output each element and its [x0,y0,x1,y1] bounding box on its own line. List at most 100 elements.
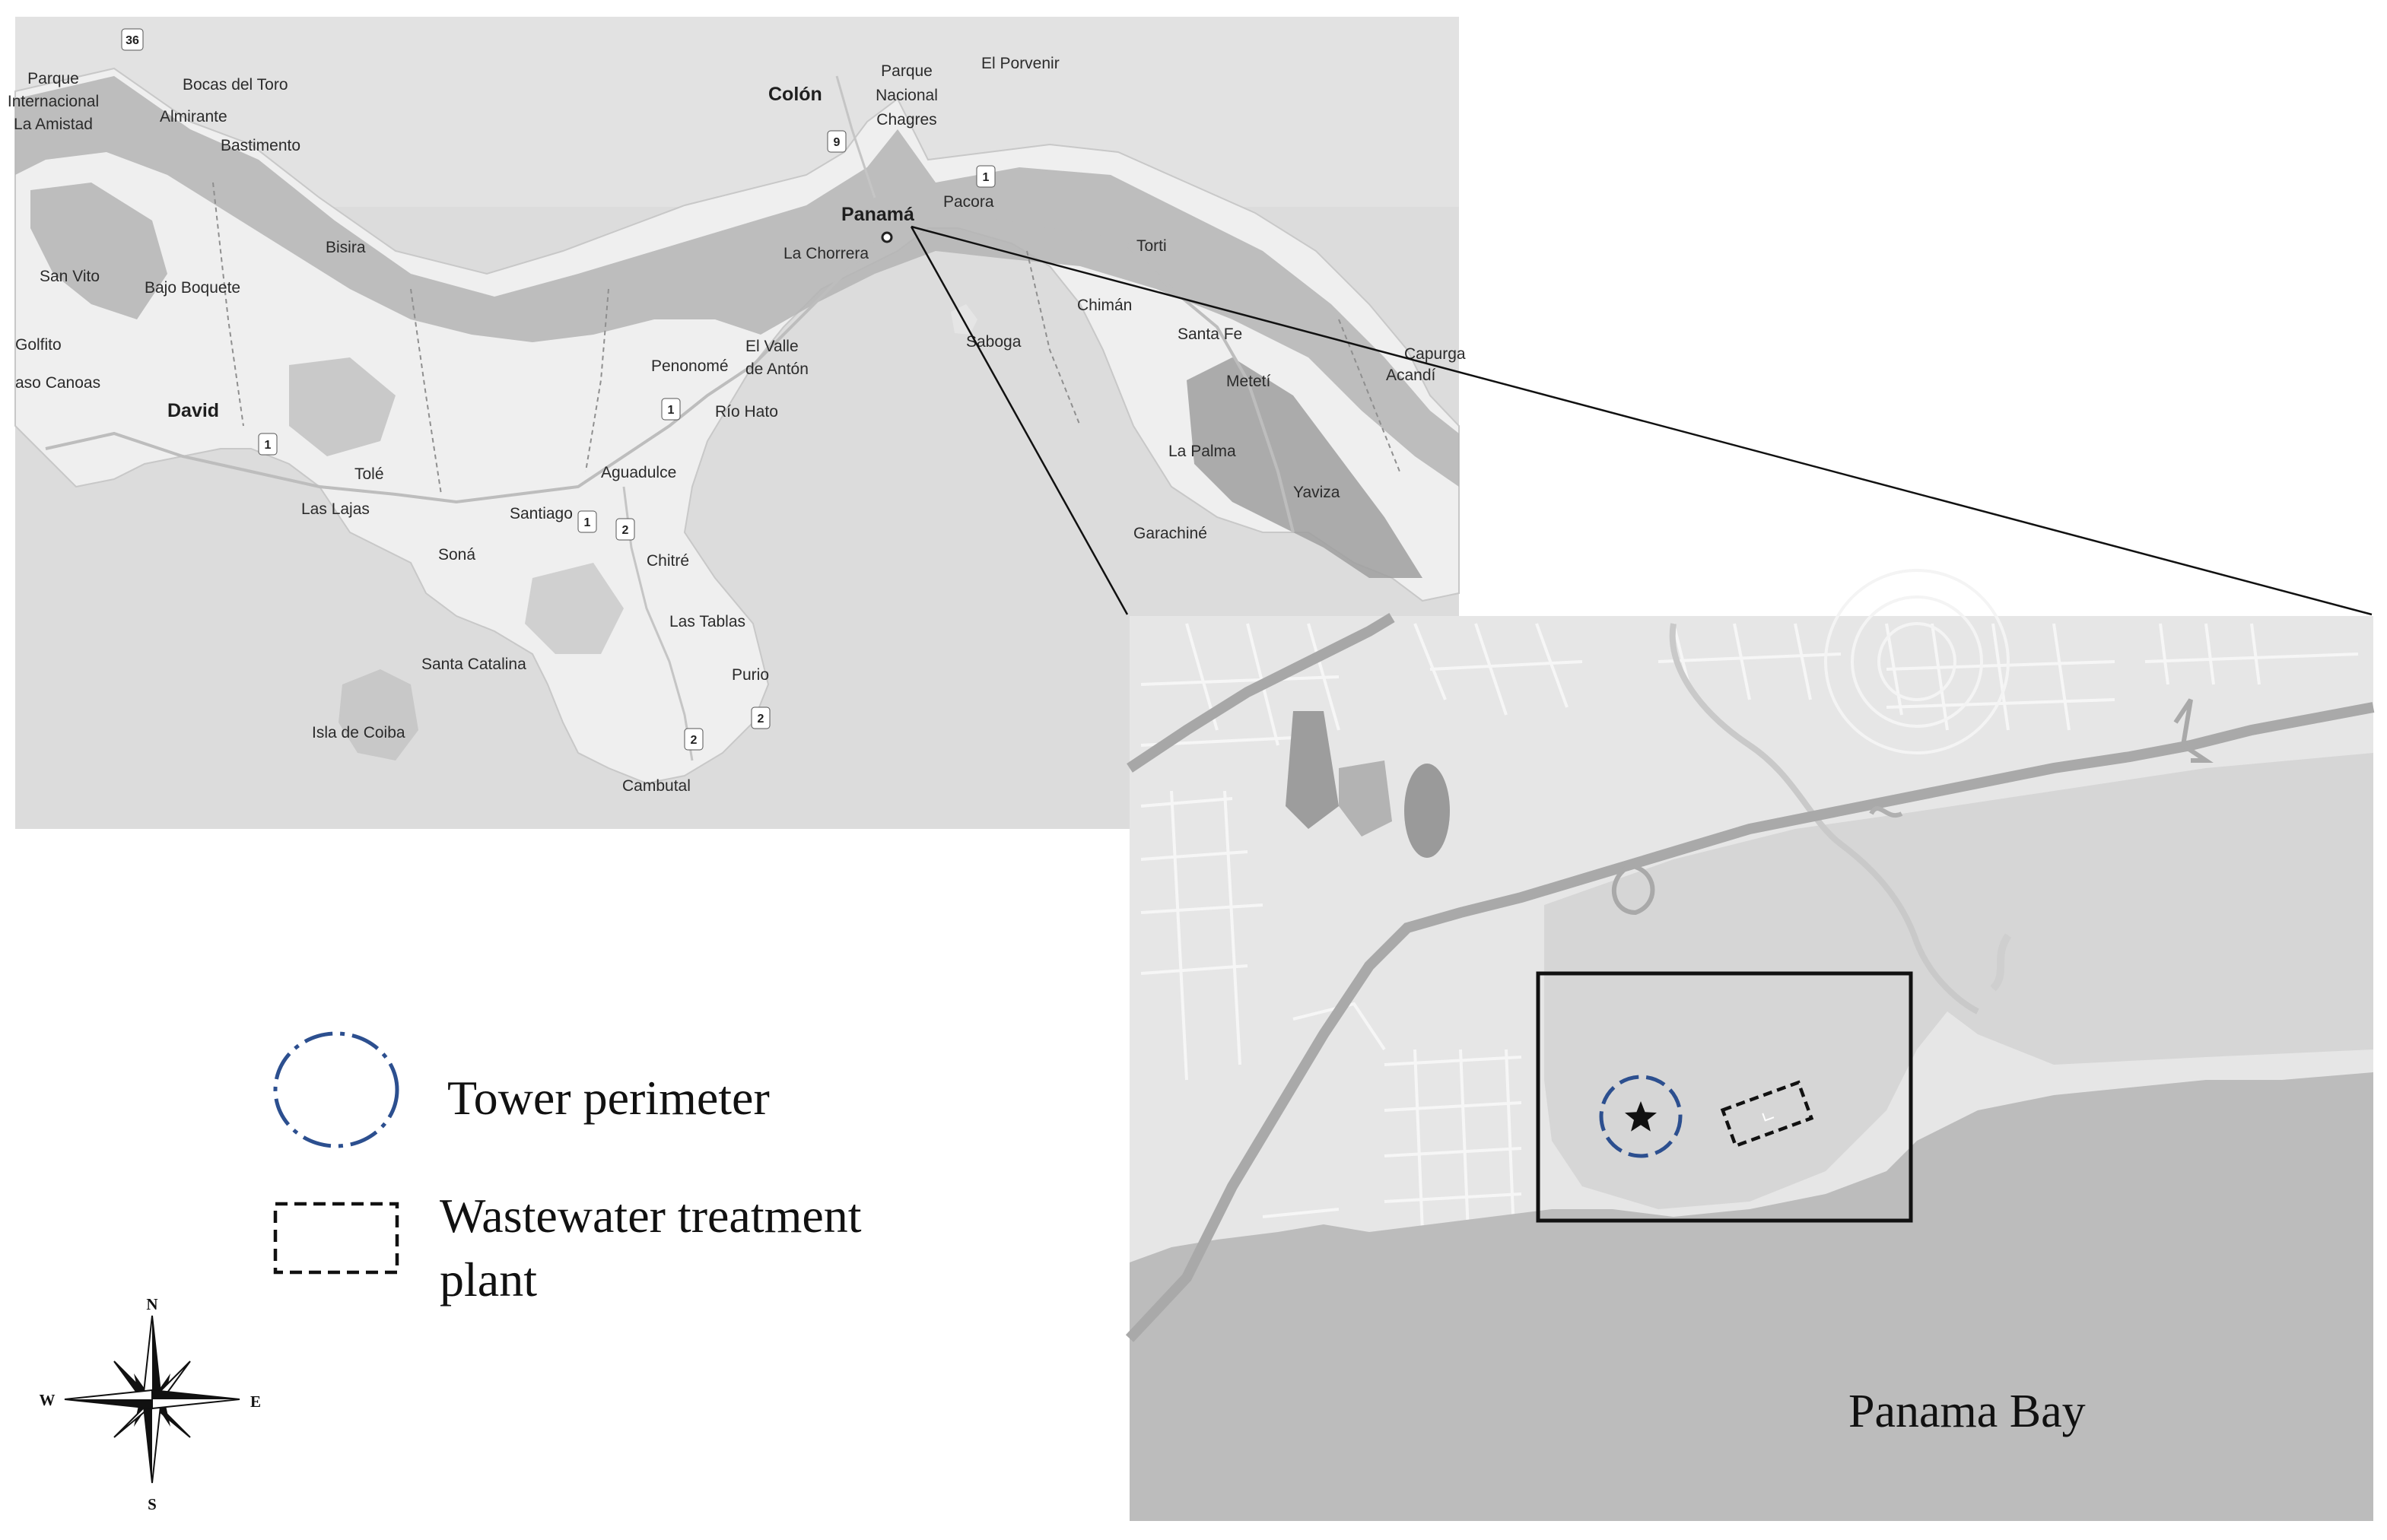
overview-forest-caribbean [15,76,1459,487]
place-saboga: Saboga [966,333,1022,351]
overview-forest-west [30,183,167,319]
svg-text:2: 2 [622,524,629,537]
place-chiman: Chimán [1077,297,1132,314]
place-almirante: Almirante [160,108,227,125]
place-meteti: Metetí [1226,373,1271,390]
place-golfito: Golfito [15,336,62,354]
compass-south-label: S [148,1495,157,1513]
place-rio-hato: Río Hato [715,403,778,421]
place-la-palma: La Palma [1168,443,1236,460]
place-sona: Soná [438,546,475,564]
place-el-porvenir: El Porvenir [981,55,1060,72]
place-garachine: Garachiné [1133,525,1207,542]
legend-wwtp-symbol [273,1202,399,1275]
place-aguadulce: Aguadulce [601,464,676,481]
place-torti: Torti [1136,237,1167,255]
inset-bay [1130,1072,2373,1521]
place-isla-coiba: Isla de Coiba [312,724,405,741]
svg-text:Internacional: Internacional [8,93,99,110]
wwtp-marker [1720,1080,1814,1148]
place-santa-catalina: Santa Catalina [421,656,526,673]
place-purio: Purio [732,666,769,684]
place-bajo-boquete: Bajo Boquete [145,279,240,297]
panama-city-marker [881,231,893,243]
svg-text:1: 1 [983,171,990,184]
parque-chagres-label: Parque Nacional Chagres [876,62,938,129]
route-shield-9: 9 [827,130,847,153]
inset-pond-1 [1286,711,1339,829]
place-las-tablas: Las Tablas [669,613,745,630]
svg-text:1: 1 [668,404,675,417]
place-paso-canoas: aso Canoas [15,374,100,392]
compass-east-label: E [250,1392,261,1411]
svg-text:Nacional: Nacional [876,87,938,104]
legend: Tower perimeter Wastewater treatment pla… [273,1031,862,1307]
place-acandi: Acandí [1386,367,1436,384]
place-san-vito: San Vito [40,268,100,285]
route-shield-2c: 2 [684,728,704,751]
svg-text:9: 9 [834,136,841,149]
place-david: David [167,400,219,421]
legend-tower-label: Tower perimeter [447,1071,770,1125]
place-colon: Colón [768,84,822,105]
place-las-lajas: Las Lajas [301,500,370,518]
place-pacora: Pacora [943,193,994,211]
route-shield-2b: 2 [751,706,771,729]
inset-map: Panama Bay [1125,569,2375,1521]
place-yaviza: Yaviza [1293,484,1340,501]
study-area-frame [1536,971,1913,1223]
place-chitre: Chitré [647,552,689,570]
route-shield-1b: 1 [258,433,278,456]
route-shield-1a: 1 [976,165,996,188]
svg-text:1: 1 [265,439,272,452]
inset-river [1669,623,1979,1014]
overview-island-coiba [339,669,418,760]
place-capurgana: Capurga [1404,345,1466,363]
place-bastimento: Bastimento [221,137,300,154]
compass-rose: N S W E [40,1295,262,1513]
svg-text:Parque: Parque [27,70,79,87]
overview-island-saboga [951,304,977,335]
bay-label: Panama Bay [1848,1386,2086,1437]
place-panama: Panamá [841,204,914,225]
svg-text:La Amistad: La Amistad [14,116,93,133]
svg-text:1: 1 [584,516,591,529]
svg-text:Chagres: Chagres [876,111,936,129]
svg-text:Parque: Parque [881,62,933,80]
place-bisira: Bisira [326,239,366,256]
place-la-chorrera: La Chorrera [783,245,869,262]
place-santa-fe: Santa Fe [1178,325,1242,343]
compass-west-label: W [40,1391,56,1409]
el-valle-label: El Valle de Antón [745,338,809,378]
compass-north-label: N [146,1295,157,1313]
place-bocas-del-toro: Bocas del Toro [183,76,288,94]
place-tole: Tolé [354,465,384,483]
route-shield-36: 36 [121,28,144,51]
svg-text:El Valle: El Valle [745,338,799,355]
legend-wwtp-label-line1: Wastewater treatment [440,1189,862,1243]
legend-tower-symbol [273,1031,399,1148]
route-shield-1d: 1 [577,510,597,533]
inset-corredor-sur [1125,702,2375,1342]
svg-text:2: 2 [758,713,764,726]
parque-amistad-label: Parque Internacional La Amistad [8,70,99,133]
zoom-connectors [910,225,2373,616]
place-santiago: Santiago [510,505,573,522]
inset-mangrove [1544,753,2373,1209]
overview-road-panamericana [45,219,1295,533]
place-penonome: Penonomé [651,357,729,375]
svg-text:2: 2 [691,734,698,747]
route-shield-1c: 1 [661,398,681,421]
inset-highway-north [1127,612,1395,773]
overview-map: 36 9 1 1 1 1 2 2 2 Parque Internacional … [8,17,1466,829]
route-shield-2a: 2 [615,518,635,541]
tower-perimeter-marker [1599,1075,1683,1158]
tower-star-icon [1625,1101,1657,1132]
legend-wwtp-label-line2: plant [440,1253,537,1307]
svg-text:36: 36 [126,34,139,47]
svg-text:de Antón: de Antón [745,360,809,378]
inset-ring-neighbourhood [1824,569,2010,754]
inset-pond-2 [1404,764,1450,858]
